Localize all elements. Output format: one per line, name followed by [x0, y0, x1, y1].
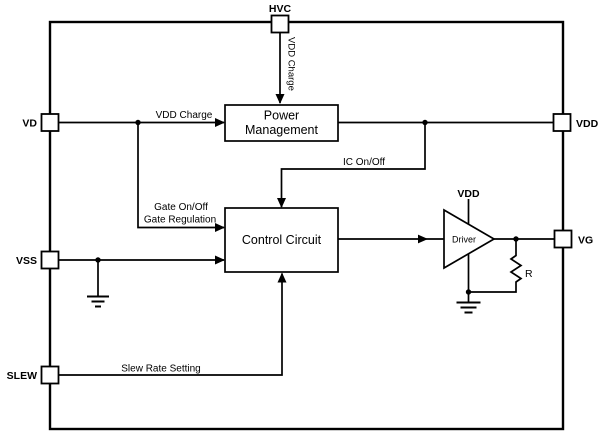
ground-symbol-vss [87, 260, 109, 308]
signal-slew-rate-setting-label: Slew Rate Setting [121, 364, 201, 375]
wire-slew-rate-setting [59, 272, 287, 376]
pin-hvc [270, 14, 290, 34]
pin-slew-label: SLEW [7, 370, 37, 382]
signal-hvc-vdd-charge-label: VDD Charge [286, 37, 297, 91]
pin-vg [553, 229, 573, 249]
pin-hvc-label: HVC [269, 3, 292, 15]
pin-vdd [552, 113, 572, 132]
power-management-label-line2: Management [245, 123, 318, 137]
power-management-block [224, 104, 339, 142]
pin-vss [40, 250, 60, 270]
control-circuit-label: Control Circuit [242, 233, 322, 247]
junction-vdd-line [422, 119, 428, 126]
arrowhead-control-to-driver [418, 234, 428, 244]
resistor-label: R [525, 268, 533, 280]
driver-vdd-supply-label: VDD [457, 188, 480, 200]
wire-ic-on-off [277, 122, 426, 208]
junction-vss-ground [95, 257, 101, 263]
driver-label: Driver [452, 235, 476, 245]
pin-vdd-label: VDD [576, 118, 599, 130]
ground-symbol-driver [456, 292, 481, 314]
driver-amplifier-symbol [443, 208, 496, 270]
signal-vd-vdd-charge-label: VDD Charge [156, 110, 213, 121]
power-management-label-line1: Power [264, 109, 299, 123]
ic-boundary [48, 20, 565, 431]
pin-vg-label: VG [578, 235, 593, 247]
junction-resistor-ground [465, 289, 472, 295]
resistor-branch [468, 239, 523, 293]
junction-driver-output [513, 236, 519, 242]
pin-vss-label: VSS [16, 255, 37, 267]
wire-gate-on-off [137, 122, 225, 232]
signal-ic-on-off-label: IC On/Off [343, 157, 385, 168]
signal-gate-regulation-label: Gate Regulation [144, 215, 216, 226]
junction-vd-line [135, 119, 141, 126]
pin-vd [40, 113, 60, 132]
signal-gate-on-off-label: Gate On/Off [154, 202, 208, 213]
control-circuit-block [224, 207, 339, 273]
pin-slew [40, 365, 60, 385]
pin-vd-label: VD [22, 118, 37, 130]
